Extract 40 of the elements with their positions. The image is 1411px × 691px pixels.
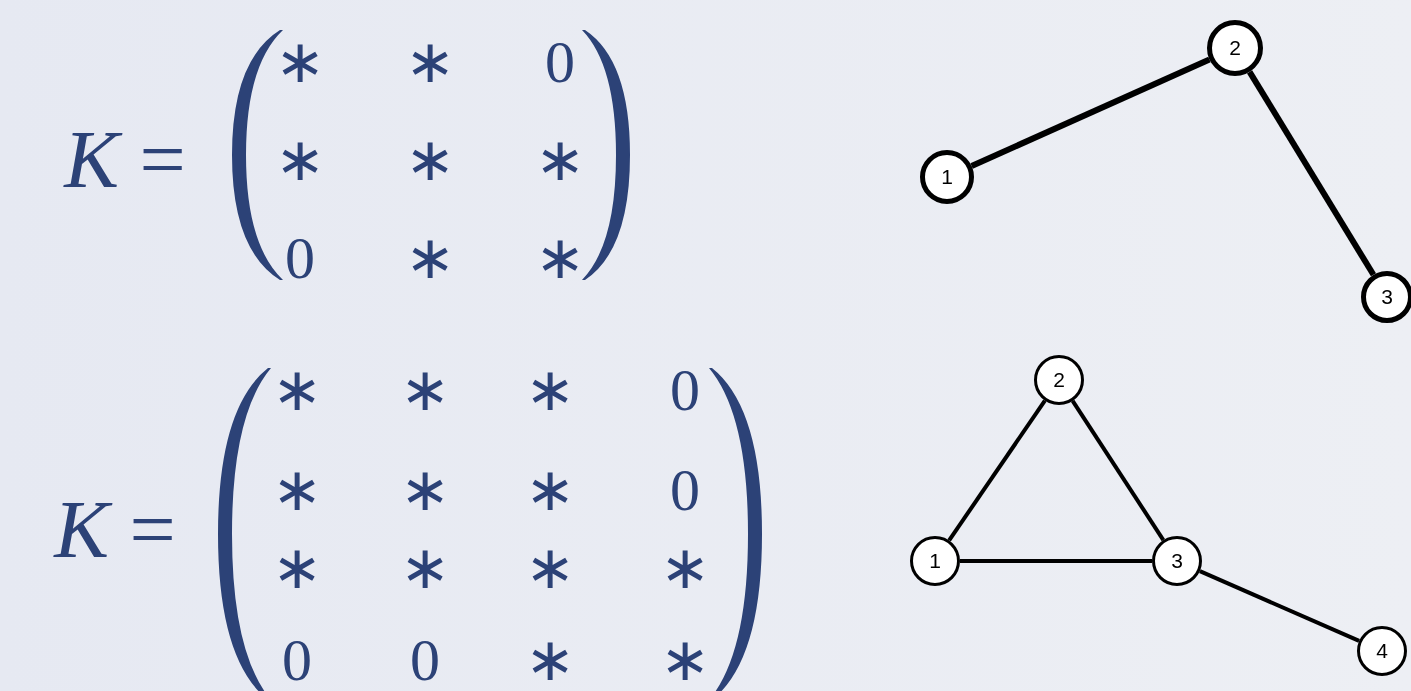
edge-line: [947, 399, 1047, 542]
matrix-entry: ∗: [525, 538, 575, 598]
edge-line: [970, 56, 1211, 169]
graph-vertex: 3: [1361, 271, 1411, 323]
matrix-entry: ∗: [525, 460, 575, 520]
matrix-entry: ∗: [272, 538, 322, 598]
matrix-entry: 0: [545, 32, 575, 92]
matrix-entry: ∗: [400, 460, 450, 520]
graph-vertex: 2: [1207, 20, 1263, 76]
matrix-entry: ∗: [405, 130, 455, 190]
matrix-entry: ∗: [405, 32, 455, 92]
edge-line: [1199, 569, 1360, 643]
edge-line: [1070, 399, 1166, 542]
matrix-entry: ∗: [400, 360, 450, 420]
matrix-entry: ∗: [535, 130, 585, 190]
equation-lhs: K =: [64, 119, 186, 201]
edge-line: [960, 559, 1152, 563]
matrix-entry: 0: [410, 630, 440, 690]
matrix-entry: ∗: [660, 630, 710, 690]
matrix-entry: 0: [285, 228, 315, 288]
graph-vertex: 3: [1152, 536, 1202, 586]
matrix-entry: ∗: [275, 130, 325, 190]
equation-lhs: K =: [54, 489, 176, 571]
matrix-entry: ∗: [535, 228, 585, 288]
matrix-entry: 0: [282, 630, 312, 690]
matrix-entry: ∗: [405, 228, 455, 288]
graph-vertex: 4: [1357, 626, 1407, 676]
matrix-entry: ∗: [272, 460, 322, 520]
matrix-entry: ∗: [400, 538, 450, 598]
matrix-entry: ∗: [275, 32, 325, 92]
graph-vertex: 2: [1034, 355, 1084, 405]
graph-vertex: 1: [920, 150, 974, 204]
matrix-entry: ∗: [525, 360, 575, 420]
matrix-entry: ∗: [525, 630, 575, 690]
matrix-entry: ∗: [272, 360, 322, 420]
matrix-entry: 0: [670, 360, 700, 420]
graph-vertex: 1: [910, 536, 960, 586]
matrix-entry: 0: [670, 460, 700, 520]
edge-line: [1247, 70, 1376, 277]
matrix-entry: ∗: [660, 538, 710, 598]
